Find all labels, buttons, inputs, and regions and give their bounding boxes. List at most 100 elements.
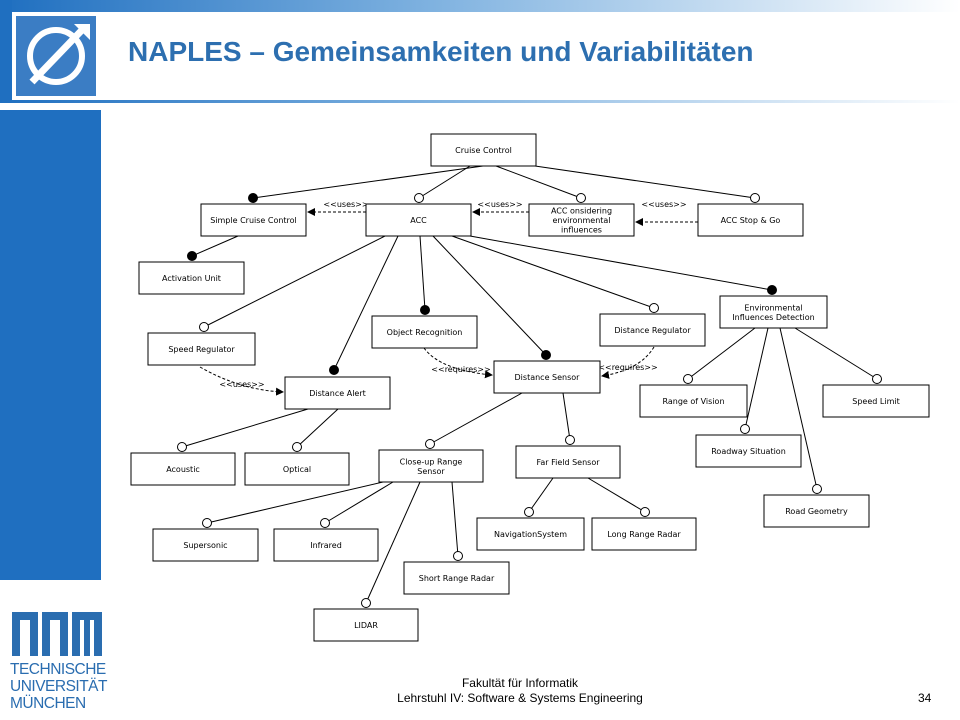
feature-label-ir: Infrared [310,541,342,550]
header-bar [0,0,960,103]
mandatory-marker-au [187,251,197,261]
edge-scc-au [191,235,239,257]
mandatory-marker-da [329,365,339,375]
feature-label-ns: NavigationSystem [494,530,567,539]
edge-eid-rs [744,327,769,430]
feature-box-lidar [313,608,419,642]
feature-label-eid: Influences Detection [732,313,814,322]
footer-faculty: Fakultät für Informatik [461,676,579,690]
feature-label-cc: Cruise Control [455,146,512,155]
edge-ffs-lrr [587,477,646,513]
feature-box-ns [476,517,585,551]
feature-label-sl: Speed Limit [852,397,899,406]
header-left-band [0,0,12,103]
feature-box-crs [378,449,484,483]
edge-ds-ffs [562,392,571,441]
edge-acc-eid [469,235,773,291]
feature-box-eid [719,295,828,329]
feature-label-eid: Environmental [744,303,802,312]
feature-label-da: Distance Alert [309,389,366,398]
optional-marker-accsg [750,193,760,203]
feature-box-ir [273,528,379,562]
feature-label-accenv: ACC onsidering [551,207,612,216]
optional-marker-srr [453,551,463,561]
feature-box-ffs [515,445,621,479]
feature-box-accsg [697,203,804,237]
edge-ds-crs [429,392,523,445]
optional-marker-rov [683,374,693,384]
feature-label-ffs: Far Field Sensor [536,458,600,467]
mandatory-marker-scc [248,193,258,203]
feature-label-acc: ACC [410,216,427,225]
feature-box-cc [430,133,537,167]
feature-box-scc [200,203,307,237]
header-bottom-band [0,100,960,103]
edge-da-ac [181,408,309,448]
feature-label-dr: Distance Regulator [614,326,691,335]
left-sidebar-bar [0,110,101,580]
feature-box-or [371,315,478,349]
feature-box-lrr [591,517,697,551]
edge-eid-sl [794,327,878,380]
feature-box-sl [822,384,930,418]
feature-box-da [284,376,391,410]
footer-chair: Lehrstuhl IV: Software & Systems Enginee… [397,691,643,705]
feature-box-rg [763,494,870,528]
edge-acc-or [419,235,426,311]
faculty-logo-icon [16,16,96,96]
optional-marker-crs [425,439,435,449]
edge-crs-srr [451,481,459,557]
edge-acc-sr [203,235,386,328]
feature-box-accenv [528,203,635,237]
edge-cc-acc [418,165,471,199]
mandatory-marker-or [420,305,430,315]
feature-box-au [138,261,245,295]
edge-eid-rg [779,327,818,490]
tum-text-line-1: TECHNISCHE [10,661,106,678]
feature-label-crs: Close-up Range [400,457,463,466]
slide-footer: Fakultät für Informatik Lehrstuhl IV: So… [0,676,960,706]
edge-acc-ds [432,235,547,356]
optional-marker-sr [199,322,209,332]
feature-box-rov [639,384,748,418]
feature-label-rs: Roadway Situation [711,447,786,456]
tum-text-line-3: MÜNCHEN [10,695,86,712]
feature-label-scc: Simple Cruise Control [210,216,297,225]
optional-marker-op [292,442,302,452]
feature-label-srr: Short Range Radar [419,574,495,583]
feature-box-acc [365,203,472,237]
optional-marker-accenv [576,193,586,203]
edge-acc-da [333,235,399,371]
edge-crs-lidar [365,481,421,604]
edge-eid-rov [687,327,756,380]
relation-label-r5: <<requires>> [431,365,490,374]
feature-box-srr [403,561,510,595]
optional-marker-rg [812,484,822,494]
slide-title: NAPLES – Gemeinsamkeiten und Variabilitä… [128,36,754,67]
relation-label-r2: <<uses>> [477,200,522,209]
relation-line-r5 [423,347,493,379]
edge-da-op [296,408,339,448]
edge-cc-accenv [495,165,582,199]
optional-marker-lrr [640,507,650,517]
mandatory-marker-eid [767,285,777,295]
optional-marker-ns [524,507,534,517]
edge-crs-ss [206,481,384,524]
edge-crs-ir [324,481,394,524]
feature-label-lidar: LIDAR [354,621,378,630]
feature-label-or: Object Recognition [387,328,463,337]
feature-label-accsg: ACC Stop & Go [721,216,781,225]
feature-box-op [244,452,350,486]
optional-marker-rs [740,424,750,434]
relation-label-r1: <<uses>> [323,200,368,209]
relation-label-r6: <<requires>> [598,363,657,372]
feature-label-au: Activation Unit [162,274,221,283]
feature-label-ss: Supersonic [183,541,227,550]
header-top-band [0,0,960,12]
relation-label-r3: <<uses>> [641,200,686,209]
feature-box-rs [695,434,802,468]
feature-box-sr [147,332,256,366]
feature-label-accenv: influences [561,226,602,235]
optional-marker-ac [177,442,187,452]
